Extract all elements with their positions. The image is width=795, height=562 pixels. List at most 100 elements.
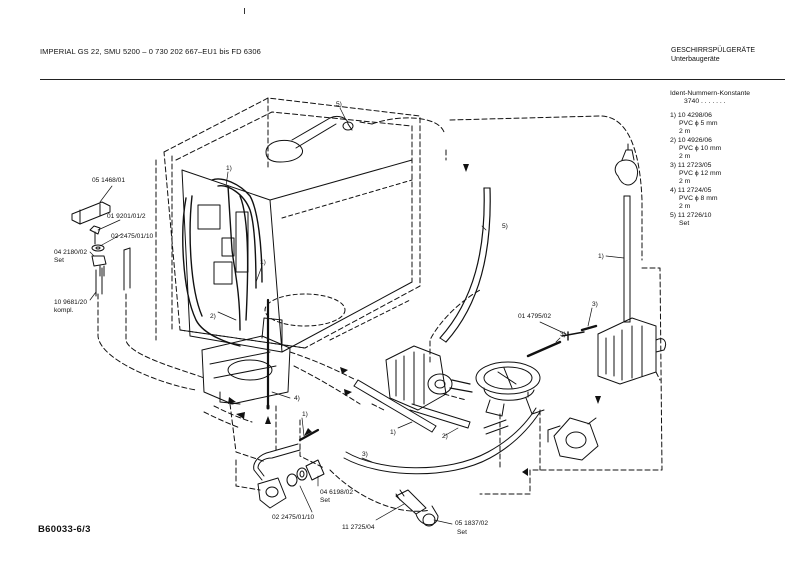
inlet-fitting-bottom xyxy=(253,443,301,509)
return-line-tube-ext xyxy=(359,121,373,125)
ref-4: 4) xyxy=(294,395,300,402)
header-rule xyxy=(40,79,785,80)
part-number: 4) 11 2724/05 xyxy=(670,187,712,194)
callout-02-2475-bottom: 02 2475/01/10 xyxy=(272,514,315,521)
connector-01-4795 xyxy=(561,331,585,341)
callout-01-4795: 01 4795/02 xyxy=(518,313,551,320)
tub-sump-dashed xyxy=(264,293,346,327)
return-line-top-right xyxy=(449,115,643,261)
document-id: B60033-6/3 xyxy=(38,524,91,535)
callout-11-2725: 11 2725/04 xyxy=(342,524,375,531)
part-number: 3) 11 2723/05 xyxy=(670,162,712,169)
part-item-4: 4) 11 2724/05 PVC ϕ 8 mm 2 m xyxy=(670,187,721,211)
ref-2-diag: 2) xyxy=(442,433,448,440)
callout-04-2180: 04 2180/02 xyxy=(54,249,87,256)
return-line-right-down xyxy=(479,267,663,495)
ident-block: Ident-Nummern-Konstante 3740 . . . . . .… xyxy=(670,90,750,107)
part-number: 1) 10 4298/06 xyxy=(670,112,712,119)
part-item-3: 3) 11 2723/05 PVC ϕ 12 mm 2 m xyxy=(670,162,721,186)
callout-02-2475-top: 02 2475/01/10 xyxy=(111,233,154,240)
return-line-right-bracket xyxy=(655,371,661,381)
part-item-1: 1) 10 4298/06 PVC ϕ 5 mm 2 m xyxy=(670,112,721,136)
callout-05-1837-set: Set xyxy=(457,529,467,536)
hose-3-angled xyxy=(526,340,562,358)
screw-01-9201 xyxy=(89,225,101,245)
pump-housing xyxy=(475,361,545,417)
flow-arrows xyxy=(228,164,601,476)
category-line-2: Unterbaugeräte xyxy=(671,55,720,63)
callout-10-9681-kompl: kompl. xyxy=(54,307,74,314)
sump-pump-module xyxy=(201,317,291,405)
top-tick-mark xyxy=(244,8,245,14)
ident-value: 3740 . . . . . . . xyxy=(684,98,726,106)
tub-lower-dashed xyxy=(329,299,411,341)
right-valve-bracket xyxy=(597,317,667,385)
float-switch xyxy=(614,143,639,186)
ref-5-top: 5) xyxy=(336,101,342,108)
part-item-5: 5) 11 2726/10 Set xyxy=(670,212,721,228)
dashed-routing-lines xyxy=(97,159,541,512)
category-heading: GESCHIRRSPÜLGERÄTE Unterbaugeräte xyxy=(671,47,755,64)
inner-hoses xyxy=(182,178,263,347)
inner-brackets xyxy=(197,204,249,285)
model-line: IMPERIAL GS 22, SMU 5200 – 0 730 202 667… xyxy=(40,47,261,56)
hose-2-to-drain xyxy=(483,419,509,435)
category-line-1: GESCHIRRSPÜLGERÄTE xyxy=(671,47,756,54)
part-desc: Set xyxy=(679,220,690,227)
part-length: 2 m xyxy=(679,153,691,160)
ref-1-top: 1) xyxy=(226,165,232,172)
elbow-11-2725 xyxy=(395,489,439,527)
part-desc: PVC ϕ 12 mm xyxy=(679,170,722,177)
parts-list: 1) 10 4298/06 PVC ϕ 5 mm 2 m 2) 10 4926/… xyxy=(670,112,721,229)
washer-02-2475 xyxy=(91,244,105,252)
part-item-2: 2) 10 4926/06 PVC ϕ 10 mm 2 m xyxy=(670,137,721,161)
ref-1-right: 1) xyxy=(598,253,604,260)
drain-pump xyxy=(547,417,599,461)
part-desc: PVC ϕ 10 mm xyxy=(679,145,722,152)
tub-outline xyxy=(163,97,421,349)
part-number: 2) 10 4926/06 xyxy=(670,137,712,144)
part-length: 2 m xyxy=(679,178,691,185)
return-line-right xyxy=(371,117,447,161)
callout-04-6198: 04 6198/02 xyxy=(320,489,353,496)
callout-10-9681: 10 9681/20 xyxy=(54,299,87,306)
callout-04-6198-set: Set xyxy=(320,497,330,504)
hose-5 xyxy=(439,187,491,343)
hose-3-short xyxy=(580,324,598,332)
hose-3-to-pump xyxy=(487,407,541,459)
nut-04-6198 xyxy=(305,459,325,481)
hose-3-diag xyxy=(343,451,491,475)
clip-05-1468 xyxy=(71,201,111,225)
hose-2-diag xyxy=(409,403,471,429)
part-desc: PVC ϕ 8 mm xyxy=(679,195,718,202)
tube-10-9681 xyxy=(95,247,131,297)
nut-04-2180 xyxy=(91,255,107,277)
ref-5-hose: 5) xyxy=(502,223,508,230)
leader-lines xyxy=(89,107,625,525)
part-length: 2 m xyxy=(679,203,691,210)
top-spray-fitting xyxy=(265,115,354,163)
ref-3-connector: 3) xyxy=(560,331,566,338)
part-number: 5) 11 2726/10 xyxy=(670,212,712,219)
pump-outlet-hose xyxy=(449,379,473,393)
hose-1-short xyxy=(298,428,320,442)
callout-01-9201: 01 9201/01/2 xyxy=(107,213,146,220)
part-length: 2 m xyxy=(679,128,691,135)
ident-title: Ident-Nummern-Konstante xyxy=(670,90,751,97)
washer-02-2475-bottom xyxy=(286,467,308,487)
tub-inner-panel xyxy=(181,159,413,353)
hose-1-diag xyxy=(353,379,437,433)
ref-3-bottom: 3) xyxy=(362,451,368,458)
ref-1-diag: 1) xyxy=(390,429,396,436)
callout-05-1468: 05 1468/01 xyxy=(92,177,125,184)
callout-labels: 05 1468/01 01 9201/01/2 02 2475/01/10 04… xyxy=(54,101,604,536)
callout-05-1837: 05 1837/02 xyxy=(455,520,488,527)
circulation-pump-motor xyxy=(385,345,453,411)
part-desc: PVC ϕ 5 mm xyxy=(679,120,718,127)
callout-04-2180-set: Set xyxy=(54,257,64,264)
ref-1-inner: 1) xyxy=(260,259,266,266)
vertical-tube-1 xyxy=(623,195,631,323)
ref-2-inner: 2) xyxy=(210,313,216,320)
ref-3-right: 3) xyxy=(592,301,598,308)
